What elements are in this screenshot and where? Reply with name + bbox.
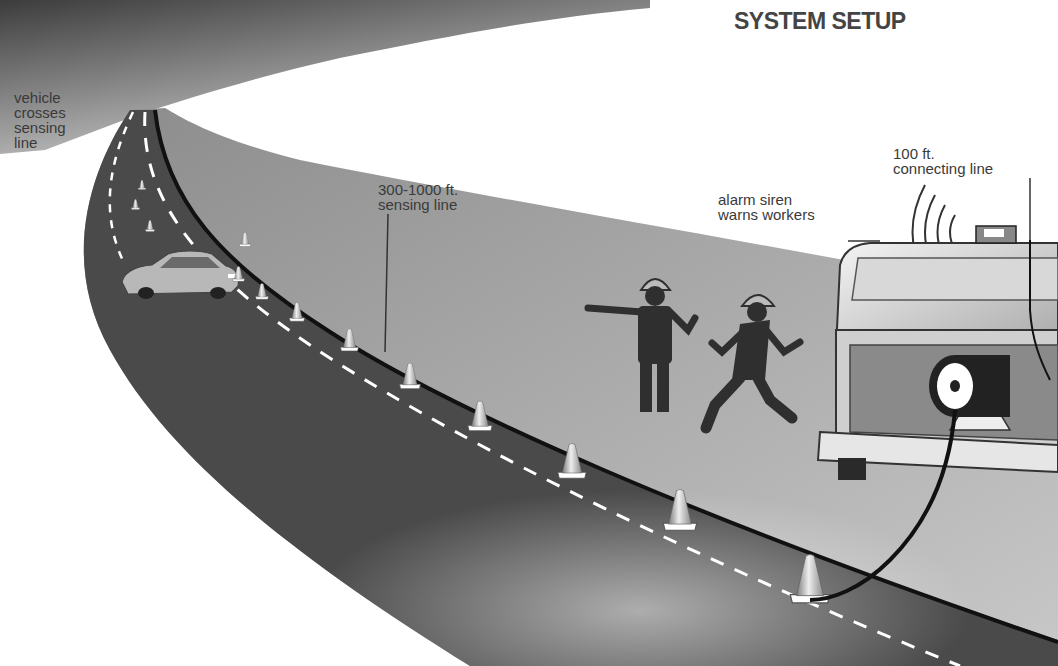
worker-pointing <box>588 279 695 412</box>
pickup-truck <box>818 226 1058 480</box>
traffic-cone <box>131 199 139 209</box>
worker-arm <box>670 312 695 330</box>
diagram-title: SYSTEM SETUP <box>734 8 906 35</box>
siren-cable <box>1030 240 1050 380</box>
traffic-cone <box>289 303 304 322</box>
center-line <box>110 112 133 265</box>
traffic-cone <box>558 443 587 478</box>
car-wheel <box>138 287 154 299</box>
worker-head <box>645 286 665 306</box>
reel-flange <box>929 355 981 417</box>
worker-arm <box>766 330 800 352</box>
worker-head <box>747 302 767 322</box>
reel-hub <box>950 380 960 392</box>
car-wheel <box>210 287 226 299</box>
leader-line <box>848 240 880 242</box>
traffic-cone <box>340 329 358 351</box>
callout-label: 300-1000 ft. sensing line <box>378 182 474 212</box>
connecting-cable <box>810 410 955 600</box>
traffic-cone <box>239 232 250 246</box>
sensing-line <box>155 110 1058 642</box>
vehicle <box>122 251 239 299</box>
leader-line <box>1029 178 1031 240</box>
traffic-cone <box>790 555 830 603</box>
pointing-arm <box>588 308 642 312</box>
traffic-cone <box>145 220 154 231</box>
worker-leg <box>758 378 792 418</box>
worker-leg <box>706 378 740 428</box>
leader-line <box>385 214 388 352</box>
callout-label: 100 ft. connecting line <box>893 146 1011 176</box>
traffic-cone <box>663 489 696 530</box>
traffic-cone <box>232 266 244 281</box>
worker-leg <box>640 360 652 412</box>
truck-bed <box>836 330 1058 450</box>
car-window <box>160 257 220 268</box>
reel-face <box>937 363 973 409</box>
truck-window <box>852 258 1058 300</box>
siren-box <box>976 226 1016 243</box>
sky-hills <box>0 0 650 154</box>
traffic-cone <box>468 401 492 431</box>
worker-leg <box>657 360 669 412</box>
cable-reel <box>929 355 1010 430</box>
callout-label: alarm siren warns workers <box>718 192 830 222</box>
traffic-cone <box>138 180 146 189</box>
siren-face <box>984 229 1004 237</box>
cone-row <box>131 180 829 603</box>
traffic-cone <box>256 284 269 300</box>
truck-tire <box>838 458 866 480</box>
traffic-cone <box>400 363 421 389</box>
worker-running <box>706 295 800 428</box>
callout-label: vehicle crosses sensing line <box>14 90 78 150</box>
worker-arm <box>712 330 745 352</box>
